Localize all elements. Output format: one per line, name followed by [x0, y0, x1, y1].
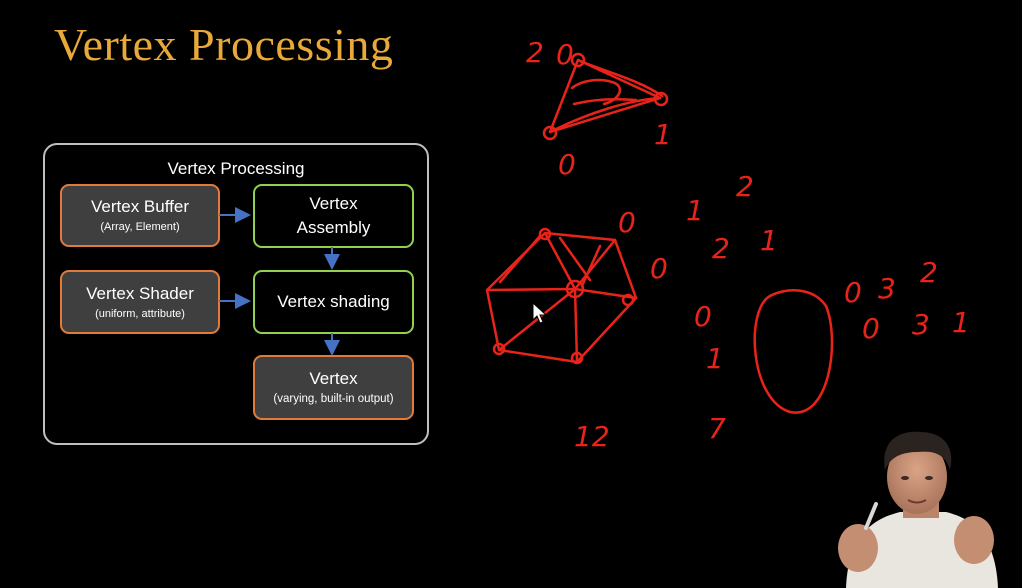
- fan-sketch: [485, 227, 638, 365]
- ink-number: 7: [708, 412, 726, 445]
- ink-number: 1: [706, 342, 724, 375]
- pen: [864, 502, 878, 530]
- presenter-face: [887, 440, 947, 514]
- vertex-buffer-box: Vertex Buffer (Array, Element): [60, 184, 220, 247]
- ink-number: 2: [736, 170, 754, 203]
- diagram-title: Vertex Processing: [167, 159, 305, 178]
- vertex-buffer-label: Vertex Buffer: [91, 197, 189, 216]
- vertex-shading-box: Vertex shading: [253, 270, 414, 334]
- vertex-shading-label: Vertex shading: [277, 292, 390, 311]
- ink-number: 0: [844, 276, 862, 309]
- vertex-output-sub: (varying, built-in output): [273, 393, 394, 405]
- ink-number: 12: [574, 420, 610, 453]
- presenter-left-hand: [838, 524, 878, 572]
- presenter-hair: [884, 431, 952, 470]
- vertex-assembly-box: Vertex Assembly: [253, 184, 414, 248]
- ink-number: 0: [862, 312, 880, 345]
- triangle-sketch: [542, 52, 669, 141]
- ink-number: 1: [760, 224, 778, 257]
- ink-number: 3: [878, 272, 896, 305]
- vertex-shader-sub: (uniform, attribute): [95, 307, 185, 320]
- ink-number: 0: [618, 206, 636, 239]
- ink-number: 0: [694, 300, 712, 333]
- ink-number: 1: [952, 306, 970, 339]
- vertex-buffer-sub: (Array, Element): [100, 221, 180, 233]
- ink-number: 2: [920, 256, 938, 289]
- vertex-shader-label: Vertex Shader: [86, 283, 194, 303]
- vertex-assembly-label: Vertex Assembly: [296, 194, 371, 237]
- ink-number: 0: [556, 38, 574, 71]
- ink-number: 1: [654, 118, 672, 151]
- ellipse-sketch: [753, 289, 834, 414]
- vertex-output-label: Vertex: [309, 369, 358, 388]
- ink-number: 2: [712, 232, 730, 265]
- vertex-shader-box: Vertex Shader (uniform, attribute): [60, 270, 220, 334]
- ink-number: 0: [558, 148, 576, 181]
- vertex-output-box: Vertex (varying, built-in output): [253, 355, 414, 420]
- diagram-panel: Vertex Processing Vertex Buffer (Array, …: [43, 143, 429, 445]
- ink-number: 0: [650, 252, 668, 285]
- ink-number: 3: [912, 308, 930, 341]
- ink-number: 1: [686, 194, 704, 227]
- slide-title: Vertex Processing: [54, 19, 394, 70]
- ink-number: 2: [526, 36, 544, 69]
- presenter-right-hand: [954, 516, 994, 564]
